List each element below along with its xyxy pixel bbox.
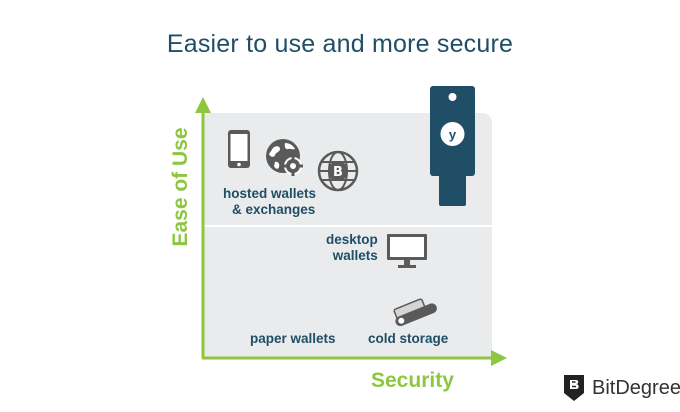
desktop-monitor-icon [387,234,427,268]
svg-text:B: B [333,165,343,180]
quadrant-divider [204,225,492,227]
brand-logo: BitDegree [562,371,680,405]
yubikey-letter: y [449,127,457,142]
desktop-wallets-line2: wallets [332,248,378,263]
hosted-wallets-label: hosted wallets & exchanges [223,186,316,218]
hosted-wallets-line2: & exchanges [232,202,316,217]
page-title: Easier to use and more secure [166,30,514,58]
x-axis-arrow [491,350,507,366]
smartphone-icon [228,130,250,168]
brand-name: BitDegree [592,376,680,399]
y-axis-arrow [195,97,211,113]
hardware-wallet-icon [393,298,437,326]
bitcoin-globe-icon: B [317,150,359,192]
desktop-wallets-label: desktop wallets [326,232,378,264]
hosted-wallets-line1: hosted wallets [223,186,317,201]
globe-gear-icon [266,139,303,176]
x-axis-label: Security [371,369,454,392]
yubikey-icon: y [430,86,475,206]
cold-storage-label: cold storage [368,331,449,346]
desktop-wallets-line1: desktop [326,232,378,247]
bitdegree-logo-icon [564,375,584,401]
paper-wallets-label: paper wallets [250,331,336,346]
